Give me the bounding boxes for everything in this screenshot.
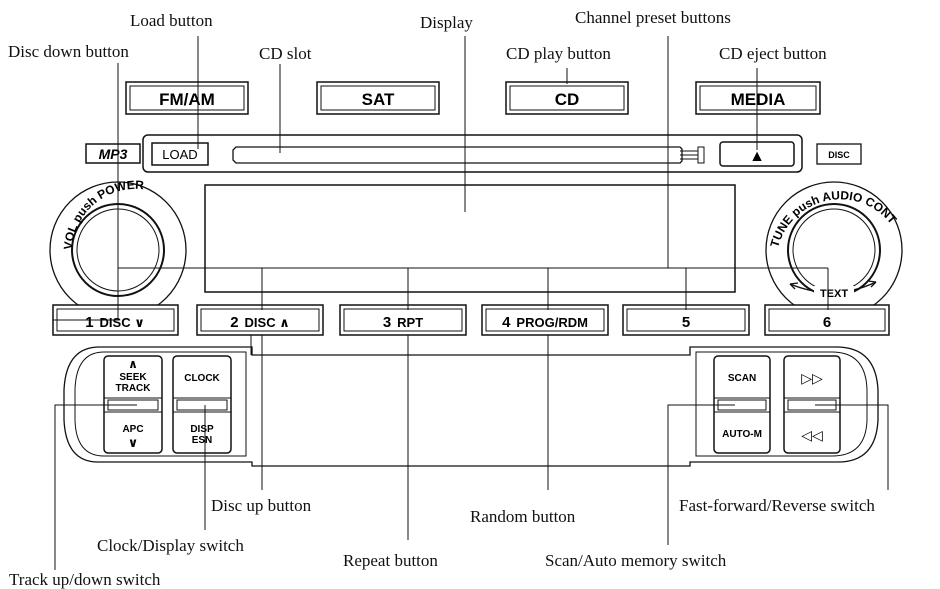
svg-text:DISC: DISC	[828, 150, 850, 160]
preset-button-6[interactable]: 6	[764, 304, 890, 336]
load-label: LOAD	[162, 147, 197, 162]
volume-knob[interactable]: VOL push POWER	[49, 178, 187, 319]
seek-up-arrow: ∧	[128, 357, 138, 371]
mp3-logo: MP3	[85, 143, 141, 164]
leader-lines	[53, 36, 889, 570]
media-label: MEDIA	[731, 90, 786, 109]
repeat-button-callout: Repeat button	[343, 551, 438, 570]
fast-forward-reverse-switch-callout: Fast-forward/Reverse switch	[679, 496, 875, 515]
preset-number: 6	[823, 314, 831, 331]
disc-up-button-callout: Disc up button	[211, 496, 312, 515]
cd-slot-callout: CD slot	[259, 44, 312, 63]
preset-label: PROG/RDM	[516, 315, 588, 330]
fm-am-label: FM/AM	[159, 90, 215, 109]
sat-label: SAT	[362, 90, 395, 109]
eject-icon: ▲	[749, 148, 765, 165]
preset-label: DISC ∨	[100, 315, 145, 330]
scan-label: SCAN	[728, 373, 756, 384]
apc-label: APC	[122, 424, 143, 435]
preset-number: 1	[85, 314, 93, 331]
track-up-down-switch-callout: Track up/down switch	[9, 570, 161, 589]
track-label: TRACK	[116, 383, 152, 394]
random-button-callout: Random button	[470, 507, 576, 526]
tune-knob[interactable]: TUNE push AUDIO CONT TEXT	[765, 181, 903, 319]
cd-eject-button[interactable]: ▲	[719, 141, 795, 167]
scan-auto-memory-switch-callout: Scan/Auto memory switch	[545, 551, 727, 570]
preset-label: DISC ∧	[245, 315, 290, 330]
disp-label: DISP	[190, 424, 214, 435]
load-button-callout: Load button	[130, 11, 213, 30]
cd-play-button[interactable]: CD	[505, 81, 629, 115]
rewind-icon: ◁◁	[801, 427, 823, 443]
preset-label: RPT	[397, 315, 423, 330]
clock-label: CLOCK	[184, 373, 220, 384]
left-switch-bezel	[74, 351, 247, 457]
cd-eject-button-callout: CD eject button	[719, 44, 827, 63]
fm-am-button[interactable]: FM/AM	[125, 81, 249, 115]
preset-button-3[interactable]: 3 RPT	[339, 304, 467, 336]
load-button[interactable]: LOAD	[151, 142, 209, 166]
media-button[interactable]: MEDIA	[695, 81, 821, 115]
esn-label: ESN	[192, 435, 213, 446]
preset-number: 5	[682, 314, 690, 331]
preset-number: 3	[383, 314, 391, 331]
lower-panel	[63, 346, 879, 467]
svg-text:MP3: MP3	[99, 146, 128, 162]
preset-button-4[interactable]: 4 PROG/RDM	[481, 304, 609, 336]
seek-label: SEEK	[119, 372, 147, 383]
preset-button-5[interactable]: 5	[622, 304, 750, 336]
compact-disc-logo: DISC	[816, 143, 862, 165]
clock-display-switch-callout: Clock/Display switch	[97, 536, 244, 555]
channel-preset-buttons-callout: Channel preset buttons	[575, 8, 731, 27]
cd-play-button-callout: CD play button	[506, 44, 611, 63]
preset-number: 4	[502, 314, 511, 331]
disc-down-button-callout: Disc down button	[8, 42, 129, 61]
preset-number: 2	[230, 314, 238, 331]
auto-m-label: AUTO-M	[722, 429, 762, 440]
text-label: TEXT	[820, 288, 848, 300]
cd-slot[interactable]	[232, 146, 683, 164]
display-callout: Display	[420, 13, 473, 32]
fast-forward-icon: ▷▷	[801, 370, 823, 386]
apc-down-arrow: ∨	[128, 435, 139, 450]
sat-button[interactable]: SAT	[316, 81, 440, 115]
cd-label: CD	[555, 90, 580, 109]
clock-display-switch[interactable]: CLOCK DISP ESN	[172, 355, 232, 454]
fast-forward-reverse-switch[interactable]: ▷▷ ◁◁	[783, 355, 841, 454]
preset-button-2[interactable]: 2 DISC ∧	[196, 304, 324, 336]
display-screen	[204, 184, 736, 293]
scan-auto-memory-switch[interactable]: SCAN AUTO-M	[713, 355, 771, 454]
